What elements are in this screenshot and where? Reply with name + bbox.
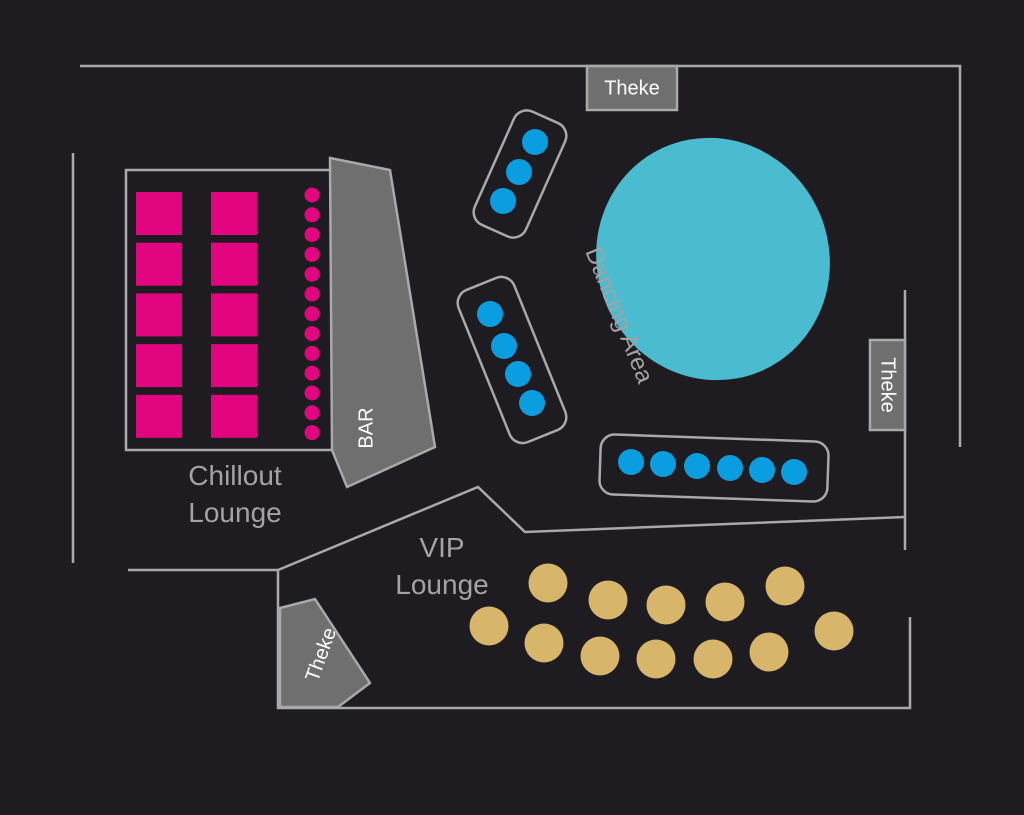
bar-stool xyxy=(304,207,320,223)
bar-stool xyxy=(304,246,320,262)
vip-seat xyxy=(749,632,789,672)
chillout-seat xyxy=(211,293,257,337)
bar-stool xyxy=(304,187,320,203)
vip-seat xyxy=(469,606,509,646)
vip-label-1: VIP xyxy=(419,532,464,563)
vip-seat xyxy=(814,611,854,651)
theke-top-label: Theke xyxy=(604,77,660,99)
theke-right: Theke xyxy=(868,338,907,432)
vip-seat xyxy=(693,639,733,679)
vip-seat xyxy=(636,639,676,679)
bar-counter: BAR xyxy=(328,156,437,489)
booth-seat xyxy=(684,453,710,479)
bar-stool xyxy=(304,365,320,381)
chillout-seat xyxy=(136,293,182,337)
vip-seat xyxy=(705,582,745,622)
bar-stool xyxy=(304,405,320,421)
chillout-seats xyxy=(136,187,320,441)
bar-stool xyxy=(304,385,320,401)
bar-stool xyxy=(304,326,320,342)
booth-seat xyxy=(490,188,516,214)
vip-label-2: Lounge xyxy=(395,569,488,600)
chillout-seat xyxy=(136,192,182,235)
booth-seat xyxy=(506,159,532,185)
booth-seat xyxy=(519,390,545,416)
chillout-seat xyxy=(136,394,182,438)
booth-seat xyxy=(491,333,517,359)
bar-stool xyxy=(304,286,320,302)
vip-seat xyxy=(580,636,620,676)
booth-seat xyxy=(717,455,743,481)
booth-seat xyxy=(522,129,548,155)
chillout-seat xyxy=(136,344,182,388)
booth-3 xyxy=(598,433,830,503)
chillout-label-1: Chillout xyxy=(188,460,282,491)
bar-stool xyxy=(304,227,320,243)
chillout-seat xyxy=(211,192,257,235)
booth-1 xyxy=(472,109,568,239)
chillout-label-2: Lounge xyxy=(188,497,281,528)
vip-seat xyxy=(588,580,628,620)
booth-2 xyxy=(456,275,568,445)
theke-vip: Theke xyxy=(278,597,372,709)
vip-seat xyxy=(646,585,686,625)
bar-stool xyxy=(304,306,320,322)
theke-right-label: Theke xyxy=(877,357,899,413)
booth-seat xyxy=(477,301,503,327)
bar-stool xyxy=(304,266,320,282)
vip-seat xyxy=(528,563,568,603)
chillout-seat xyxy=(136,242,182,286)
booth-seat xyxy=(749,457,775,483)
dance-floor xyxy=(596,137,830,381)
chillout-seat xyxy=(211,344,257,388)
bar-stool xyxy=(304,345,320,361)
chillout-seat xyxy=(211,242,257,286)
vip-seat xyxy=(524,623,564,663)
chillout-seat xyxy=(211,394,257,438)
booth-seat xyxy=(650,451,676,477)
vip-seats xyxy=(469,563,854,679)
theke-top: Theke xyxy=(585,64,679,112)
booth-seats xyxy=(477,129,807,485)
bar-label: BAR xyxy=(355,407,377,448)
booth-seat xyxy=(505,361,531,387)
booth-seat xyxy=(618,449,644,475)
vip-seat xyxy=(765,566,805,606)
bar-stool xyxy=(304,425,320,441)
booth-seat xyxy=(781,459,807,485)
